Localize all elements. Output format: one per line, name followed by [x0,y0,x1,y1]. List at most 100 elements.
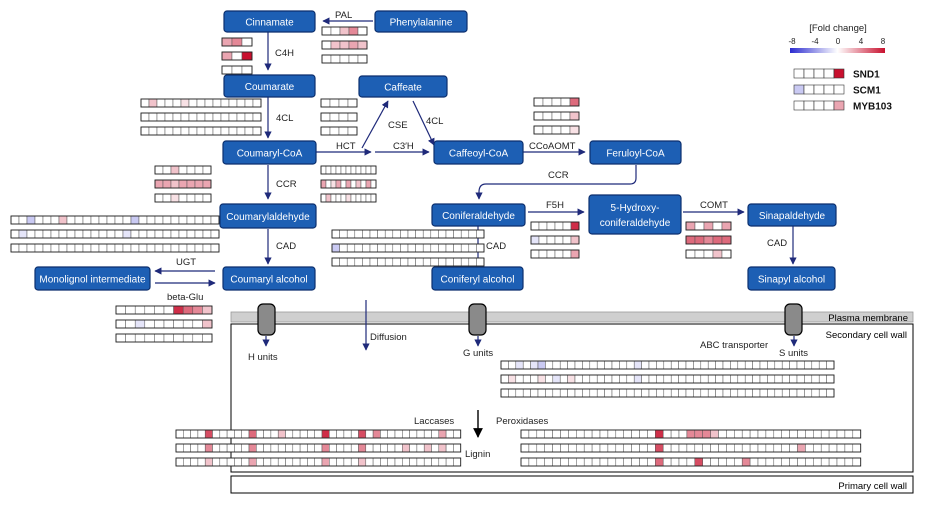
cse-arrow [361,100,389,149]
heatmap-cell [647,429,656,439]
heatmap-cell [192,333,203,343]
heatmap-cell [380,443,388,453]
caffeate-label: Caffeate [384,83,422,94]
heatmap-cell [416,457,425,467]
legend-cell [803,68,815,79]
heatmap-cell [340,193,347,203]
heatmap-cell [114,215,124,225]
heatmap-cell [663,360,672,370]
heatmap-cell [789,374,798,384]
heatmap-cell [804,388,813,398]
heatmap-cell [530,374,539,384]
heatmap-cell [641,360,650,370]
cse-label: CSE [388,120,408,131]
heatmap-cell [710,457,719,467]
heatmap-cell [370,193,377,203]
secondary-cell-wall-label: Secondary cell wall [826,330,907,341]
heatmap-cell [542,125,553,135]
heatmap-cell [197,457,206,467]
monolignol-intermediate-label: Monolignol intermediate [39,275,146,286]
heatmap-cell [173,305,184,315]
heatmap-cell [175,457,184,467]
heatmap-cell [106,215,116,225]
heatmap-cell [330,165,337,175]
heatmap-cell [730,360,739,370]
heatmap-cell [241,443,250,453]
ccr-label-b: CCR [548,170,569,181]
heatmap-cell [42,243,52,253]
heatmap-cell [285,443,294,453]
heatmap-cell [320,179,327,189]
heatmap-cell [241,51,253,61]
heatmap-cell [194,215,204,225]
heatmap-cell [415,229,424,239]
heatmap-cell [125,305,136,315]
heatmap-cell [256,429,264,439]
heatmap-cell [263,457,272,467]
heatmap-cell [530,249,540,259]
heatmap-cell [182,305,194,315]
heatmap-cell [656,374,665,384]
heatmap-cell [567,388,576,398]
heatmap-cell [707,388,716,398]
heatmap-cell [369,243,378,253]
heatmap-cell [186,243,196,253]
h-transporter [257,303,276,336]
heatmap-cell [346,243,356,253]
heatmap-cell [339,243,348,253]
caffeoyl-coa-label: Caffeoyl-CoA [449,149,509,160]
heatmap-cell [329,126,340,136]
heatmap-cell [122,243,132,253]
heatmap-cell [162,165,172,175]
heatmap-cell [202,165,212,175]
heatmap-cell [173,333,184,343]
heatmap-row-border [10,229,220,239]
heatmap-cell [574,388,583,398]
heatmap-cell [591,429,601,439]
heatmap-cell [589,374,598,384]
heatmap-cell [331,229,340,239]
heatmap-cell [18,243,28,253]
heatmap-cell [402,429,410,439]
heatmap-cell [252,112,262,122]
monolignol-intermediate-node [34,266,151,291]
heatmap-cell [387,443,396,453]
heatmap-cell [460,229,470,239]
heatmap-cell [90,243,100,253]
heatmap-cell [66,243,76,253]
heatmap-cell [350,193,357,203]
heatmap-cell [26,243,36,253]
heatmap-coumarylaldehyde [10,215,220,253]
heatmap-cell [190,429,199,439]
heatmap-cell [685,374,694,384]
heatmap-cell [154,333,165,343]
heatmap-cell [730,388,739,398]
cinnamate-node [223,10,316,33]
heatmap-cell [648,388,657,398]
heatmap-cell [568,443,577,453]
heatmap-cell [744,388,753,398]
heatmap-cell [314,457,323,467]
feruloyl-coa-label: Feruloyl-CoA [606,149,665,160]
heatmap-cell [292,443,301,453]
heatmap-cell [774,388,783,398]
heatmap-cell [562,249,572,259]
heatmap-cell [476,229,485,239]
heatmap-row-border [221,37,253,47]
heatmap-cell [178,193,188,203]
heatmap-comt [685,221,732,259]
heatmap-cell [686,457,696,467]
heatmap-cell [568,457,577,467]
caffeate-node [358,75,448,98]
heatmap-cell [604,360,613,370]
heatmap-cell [192,319,203,329]
heatmap-cell [423,457,432,467]
heatmap-cell [350,443,359,453]
heatmap-cell [453,443,461,453]
heatmap-cell [350,457,359,467]
heatmap-cell [210,229,220,239]
heatmap-cell [228,126,238,136]
heatmap-cell [685,235,696,245]
